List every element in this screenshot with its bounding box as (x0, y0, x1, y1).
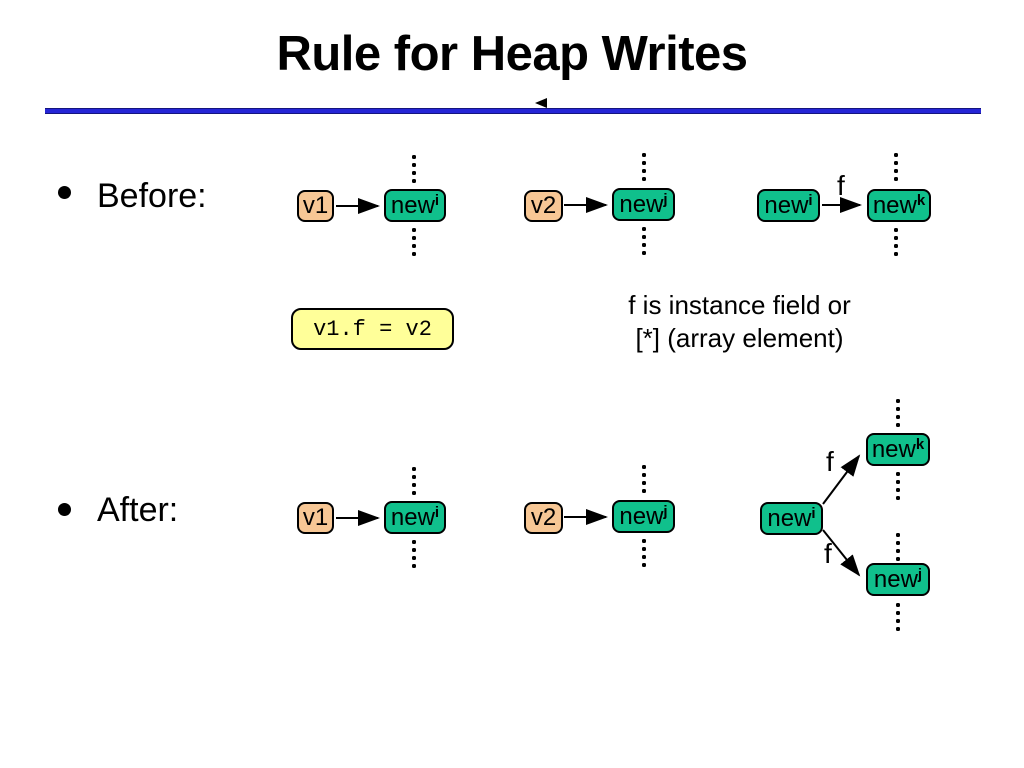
vertical-ellipsis-icon (412, 467, 416, 495)
node-superscript: j (663, 503, 668, 520)
var-node-v1-after: v1 (297, 502, 334, 534)
var-node-v1-before: v1 (297, 190, 334, 222)
vertical-ellipsis-icon (896, 533, 900, 561)
node-superscript: k (915, 436, 925, 453)
node-label: new (619, 190, 664, 218)
node-superscript: k (916, 192, 926, 209)
vertical-ellipsis-icon (896, 603, 900, 631)
node-superscript: i (434, 192, 440, 209)
node-label: new (873, 565, 918, 593)
vertical-ellipsis-icon (894, 153, 898, 181)
vertical-ellipsis-icon (642, 465, 646, 493)
annotation-line1: f is instance field or (628, 290, 851, 320)
after-label: After: (97, 491, 179, 529)
node-label: new (390, 503, 435, 531)
field-annotation: f is instance field or [*] (array elemen… (602, 289, 877, 355)
node-superscript: j (663, 191, 668, 208)
var-node-v2-before: v2 (524, 190, 563, 222)
node-label: new (390, 191, 435, 219)
edge-label-f-after-down: f (824, 538, 832, 569)
node-label: new (619, 502, 664, 530)
vertical-ellipsis-icon (642, 539, 646, 567)
node-label: new (872, 191, 917, 219)
vertical-ellipsis-icon (894, 228, 898, 256)
node-label: v2 (530, 504, 557, 531)
vertical-ellipsis-icon (412, 228, 416, 256)
left-triangle-icon (535, 98, 547, 108)
vertical-ellipsis-icon (896, 472, 900, 500)
statement-box: v1.f = v2 (291, 308, 454, 350)
node-label: v1 (302, 504, 329, 531)
node-label: new (871, 435, 916, 463)
bullet-after (58, 503, 71, 516)
node-label: v2 (530, 192, 557, 219)
node-label: new (767, 504, 812, 532)
vertical-ellipsis-icon (642, 227, 646, 255)
vertical-ellipsis-icon (412, 540, 416, 568)
title-divider-line (45, 108, 981, 114)
vertical-ellipsis-icon (642, 153, 646, 181)
node-superscript: i (434, 504, 440, 521)
before-label: Before: (97, 177, 207, 215)
edge-label-f-after-up: f (826, 446, 834, 477)
statement-code: v1.f = v2 (313, 316, 432, 342)
node-label: new (764, 191, 809, 219)
var-node-v2-after: v2 (524, 502, 563, 534)
node-label: v1 (302, 192, 329, 219)
annotation-line2: [*] (array element) (635, 323, 844, 353)
page-title: Rule for Heap Writes (276, 27, 748, 81)
vertical-ellipsis-icon (412, 155, 416, 183)
node-superscript: i (811, 505, 816, 522)
node-superscript: j (917, 566, 923, 583)
node-superscript: i (808, 192, 813, 209)
vertical-ellipsis-icon (896, 399, 900, 427)
bullet-before (58, 186, 71, 199)
edge-label-f-before: f (837, 170, 845, 201)
